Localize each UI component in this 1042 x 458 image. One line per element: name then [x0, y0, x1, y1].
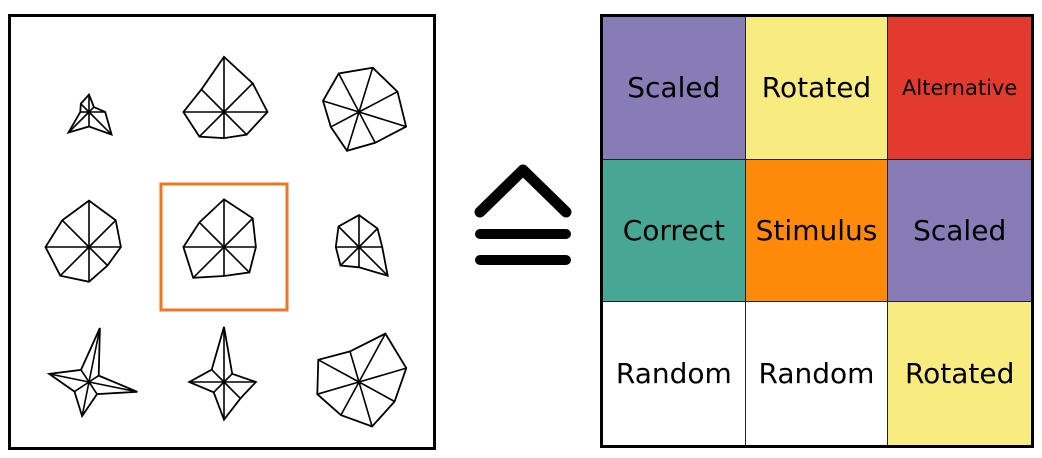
cell-correct: Correct — [603, 159, 746, 303]
cell-random: Random — [603, 302, 746, 445]
shape-small-star — [66, 92, 113, 137]
equivalence-symbol — [468, 160, 578, 270]
shapes-canvas — [44, 55, 408, 428]
shape-left-variant — [44, 199, 122, 283]
shape-rotated-large — [316, 332, 408, 428]
stimulus-highlight-box — [159, 182, 289, 312]
cell-stimulus: Stimulus — [745, 159, 889, 303]
cell-random: Random — [745, 302, 889, 445]
shape-random-2 — [187, 326, 258, 422]
shape-stimulus — [182, 198, 257, 279]
equiv-caret — [474, 164, 572, 218]
cell-alternative: Alternative — [888, 17, 1031, 160]
shape-fan-right — [322, 66, 408, 152]
cell-scaled: Scaled — [888, 159, 1031, 303]
cell-scaled: Scaled — [603, 17, 746, 160]
cell-rotated: Rotated — [745, 17, 889, 160]
shape-scaled-small — [334, 214, 389, 277]
label-grid: Scaled Rotated Alternative Correct Stimu… — [600, 14, 1034, 448]
shapes-panel — [8, 14, 436, 450]
shape-kite-large — [182, 55, 269, 140]
shape-random-1 — [46, 327, 138, 419]
cell-rotated: Rotated — [888, 302, 1031, 445]
